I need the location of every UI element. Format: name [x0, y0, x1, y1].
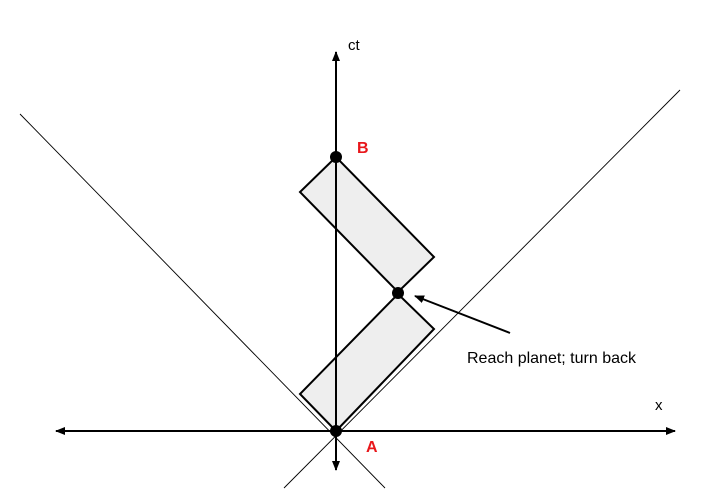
turnaround-point [392, 287, 404, 299]
event-b-point [330, 151, 342, 163]
return-worldline-box [298, 155, 436, 294]
x-axis-label: x [655, 397, 663, 414]
event-b-label: B [357, 140, 369, 157]
event-a-label: A [366, 439, 378, 456]
event-a-point [330, 425, 342, 437]
light-cone-right [283, 89, 681, 489]
outbound-worldline-box [298, 292, 436, 433]
light-cone-left [19, 113, 386, 489]
annotation-arrow [414, 295, 511, 334]
annotation-text: Reach planet; turn back [467, 350, 637, 367]
ct-axis-label: ct [348, 37, 361, 54]
